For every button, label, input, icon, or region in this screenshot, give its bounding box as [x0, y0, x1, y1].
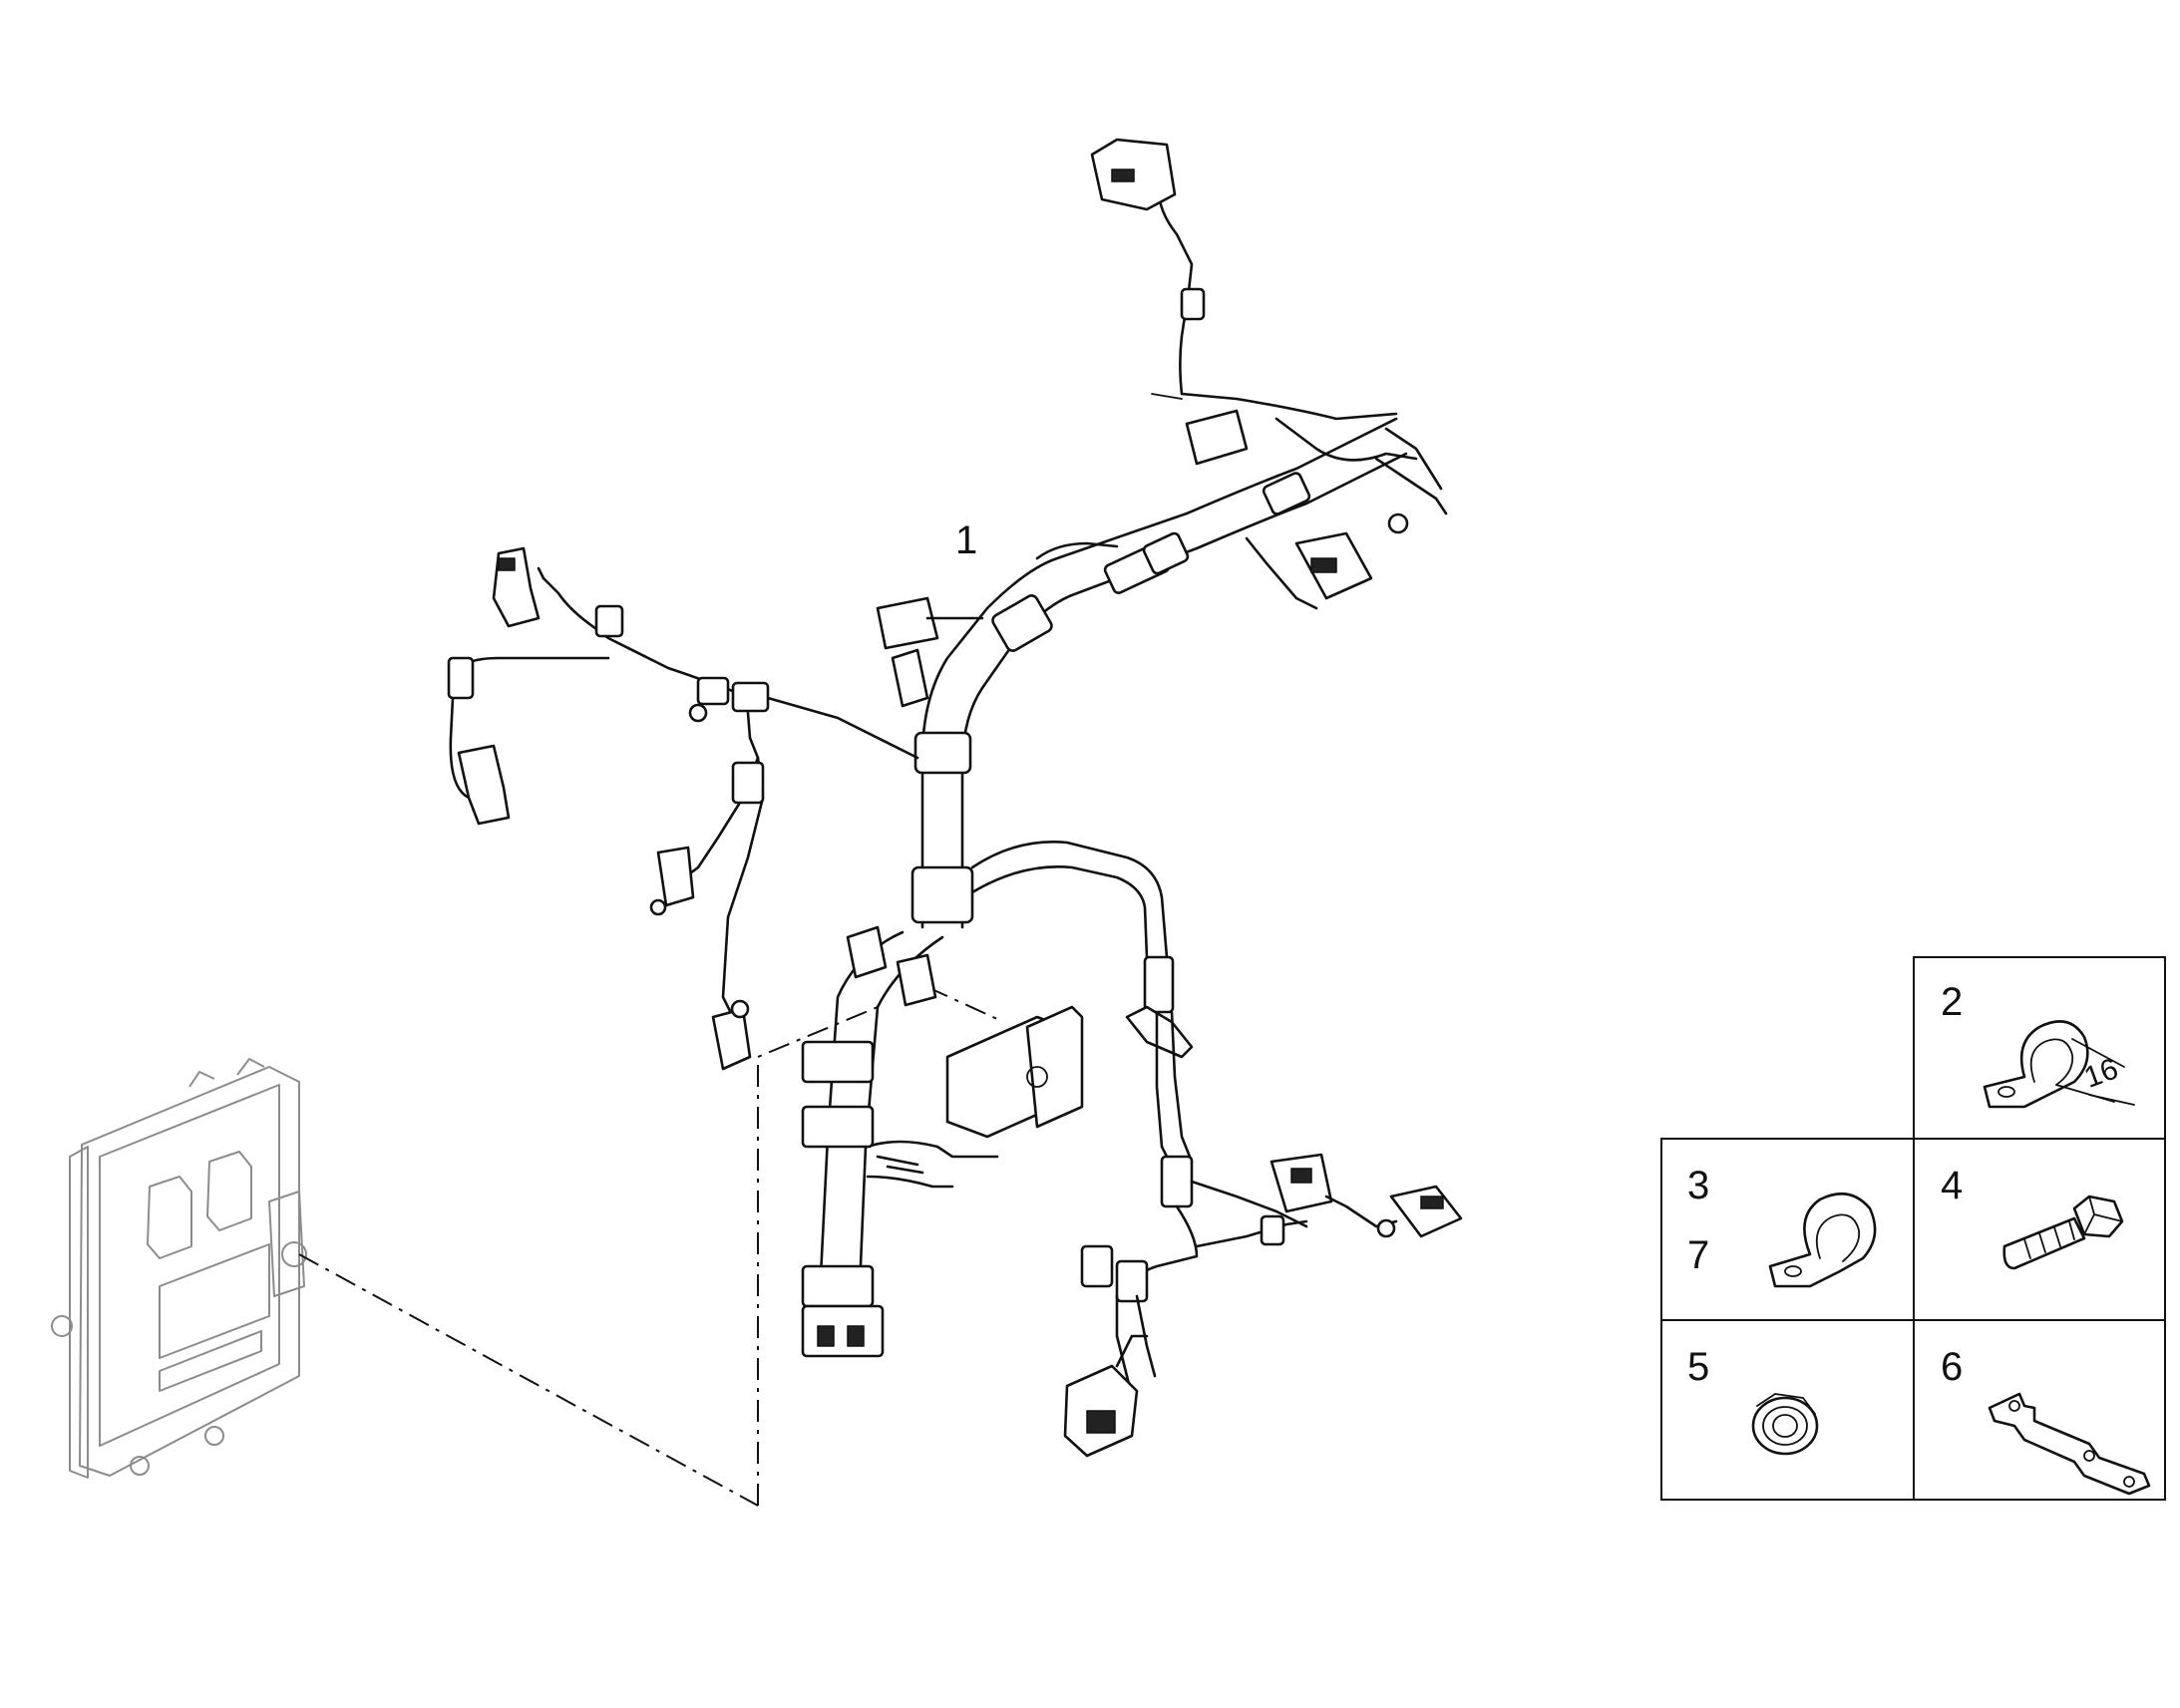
flange-nut-icon: [1751, 1393, 1819, 1456]
callout-clamp-a: 3: [1687, 1164, 1709, 1207]
bracket-icon: [1988, 1392, 2151, 1496]
callout-clamp-b: 7: [1687, 1233, 1709, 1277]
wiring-harness: [447, 138, 1463, 1458]
ecu-control-unit: [51, 1058, 307, 1479]
callout-clamp-16: 2: [1941, 980, 1963, 1024]
callout-flange-nut: 5: [1687, 1345, 1709, 1389]
p-clamp-icon: [1983, 1020, 2135, 1109]
callout-bolt: 4: [1941, 1164, 1963, 1207]
table-cell-6: [1913, 1319, 2166, 1501]
callout-bracket: 6: [1941, 1345, 1963, 1389]
callout-harness: 1: [955, 518, 977, 562]
parts-table: 2 16 3 7 4 5: [1660, 956, 2166, 1501]
clamp-icon: [1768, 1192, 1877, 1288]
leader-lines: [298, 986, 998, 1507]
bolt-icon: [2002, 1195, 2124, 1270]
